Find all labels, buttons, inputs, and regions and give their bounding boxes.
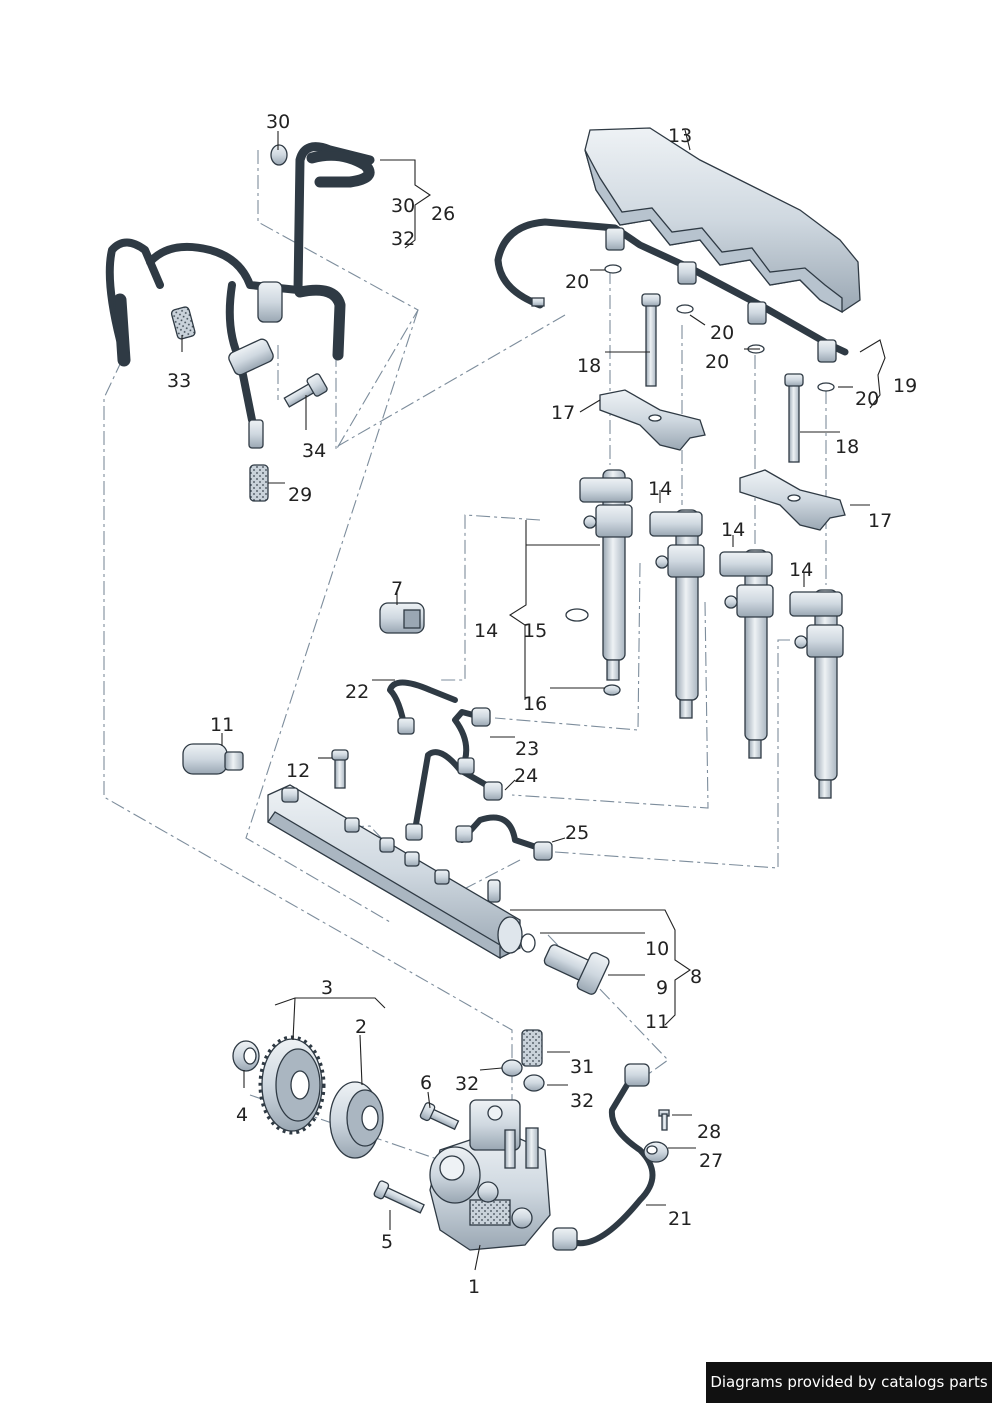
callout-18-b: 18 [835, 436, 859, 458]
credit-text: Diagrams provided by catalogs parts [710, 1373, 988, 1391]
injector-4 [789, 589, 844, 799]
callout-11-rail: 11 [645, 1011, 669, 1033]
injector-3 [719, 549, 774, 759]
fuel-injectors [579, 469, 844, 799]
pump-hub [329, 1081, 384, 1159]
callout-16: 16 [523, 693, 547, 715]
callout-3: 3 [321, 977, 333, 999]
callout-14-b: 14 [648, 478, 672, 500]
callout-30-a: 30 [266, 111, 290, 133]
callout-14-c: 14 [721, 519, 745, 541]
o-ring [565, 608, 589, 622]
injector-clamps [599, 389, 846, 531]
callout-12: 12 [286, 760, 310, 782]
callout-20-b: 20 [710, 322, 734, 344]
fuel-pressure-sender [182, 743, 244, 775]
callout-5: 5 [381, 1231, 393, 1253]
callout-10: 10 [645, 938, 669, 960]
high-pressure-pump [429, 1099, 551, 1251]
o-ring-10 [520, 933, 536, 953]
callout-32-a: 32 [391, 228, 415, 250]
assembly-dashed-lines [103, 150, 827, 1165]
callout-27: 27 [699, 1150, 723, 1172]
clamp-bolts [641, 293, 804, 463]
leader-lines [181, 129, 886, 1271]
fuel-rail [267, 784, 523, 960]
fuel-return-hose-assembly [105, 142, 375, 502]
bolt-5 [373, 1180, 425, 1214]
callout-21: 21 [668, 1208, 692, 1230]
callout-31: 31 [570, 1056, 594, 1078]
callout-32-b: 32 [455, 1073, 479, 1095]
callout-34: 34 [302, 440, 326, 462]
leak-off-line [494, 218, 849, 363]
pressure-regulator-valve [543, 944, 610, 995]
callout-19: 19 [893, 375, 917, 397]
callout-20-c: 20 [705, 351, 729, 373]
bolt-28 [658, 1109, 670, 1131]
callout-26: 26 [431, 203, 455, 225]
callout-33: 33 [167, 370, 191, 392]
callout-17-a: 17 [551, 402, 575, 424]
high-pressure-lines [387, 679, 553, 861]
callout-22: 22 [345, 681, 369, 703]
callout-20-d: 20 [855, 388, 879, 410]
callout-11-sender: 11 [210, 714, 234, 736]
callout-30-b: 30 [391, 195, 415, 217]
callout-25: 25 [565, 822, 589, 844]
callout-18-a: 18 [577, 355, 601, 377]
callout-28: 28 [697, 1121, 721, 1143]
injector-2 [649, 509, 705, 719]
pump-gear [258, 1035, 326, 1135]
callout-24: 24 [514, 765, 538, 787]
engine-cover [584, 127, 861, 314]
pipe-clip [643, 1141, 669, 1163]
injector-seal [603, 684, 621, 696]
callout-labels: 1 2 3 4 5 6 7 8 9 10 11 11 12 13 14 14 1… [167, 111, 917, 1298]
callout-2: 2 [355, 1016, 367, 1038]
return-pipe [552, 1063, 656, 1251]
callout-23: 23 [515, 738, 539, 760]
callout-29: 29 [288, 484, 312, 506]
callout-17-b: 17 [868, 510, 892, 532]
gear-nut [232, 1040, 260, 1072]
pump-hose [501, 1029, 545, 1092]
seal-washers [604, 264, 835, 392]
callout-9: 9 [656, 977, 668, 999]
credit-banner: Diagrams provided by catalogs parts [706, 1362, 992, 1403]
callout-4: 4 [236, 1104, 248, 1126]
bolt-6 [419, 1102, 460, 1131]
injector-1 [579, 469, 633, 681]
callout-7: 7 [391, 578, 403, 600]
callout-6: 6 [420, 1072, 432, 1094]
callout-32-c: 32 [570, 1090, 594, 1112]
callout-14-d: 14 [789, 559, 813, 581]
callout-13: 13 [668, 125, 692, 147]
callout-20-a: 20 [565, 271, 589, 293]
callout-15: 15 [523, 620, 547, 642]
bracket-7 [379, 602, 425, 634]
callout-8: 8 [690, 966, 702, 988]
callout-14-a: 14 [474, 620, 498, 642]
bolt-12 [331, 749, 349, 789]
callout-1: 1 [468, 1276, 480, 1298]
